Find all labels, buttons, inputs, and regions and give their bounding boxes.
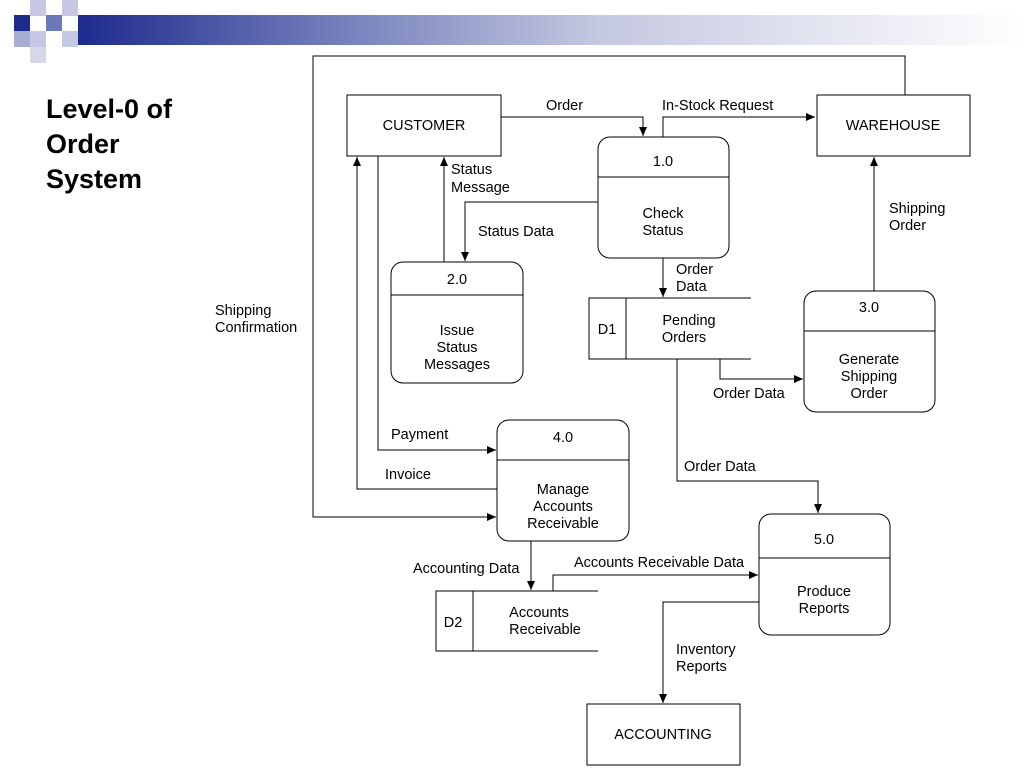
flow-label-payment: Payment: [391, 427, 448, 443]
store-d2-outline: [435, 590, 598, 652]
corner-square-light: [30, 31, 46, 47]
corner-square-dark: [14, 15, 30, 31]
flow-label-shipping-order: Shipping: [889, 201, 945, 217]
flow-order-data-5: [676, 359, 822, 513]
process-2-box: [390, 261, 524, 384]
process-2-name: Messages: [424, 357, 490, 373]
process-4-box: [496, 419, 630, 542]
process-4-name: Receivable: [527, 516, 599, 532]
store-d2-name: Receivable: [509, 622, 581, 638]
process-4-id: 4.0: [553, 430, 573, 446]
corner-square-mid: [14, 31, 30, 47]
flow-in-stock-request: [662, 113, 815, 137]
process-3-box: [803, 290, 936, 413]
flow-shipping-confirmation: [312, 55, 906, 521]
customer-label: CUSTOMER: [383, 118, 466, 134]
flow-label-inventory-reports: Reports: [676, 659, 727, 675]
process-3-id: 3.0: [859, 300, 879, 316]
accounting-entity: [586, 703, 741, 766]
slide-title-line: Level-0 of: [46, 94, 173, 124]
process-5-box: [758, 513, 891, 636]
accounting-label: ACCOUNTING: [614, 727, 711, 743]
corner-square-mid: [46, 15, 62, 31]
process-5-name: Produce: [797, 584, 851, 600]
process-3-name: Shipping: [841, 369, 897, 385]
corner-square-light: [30, 0, 46, 16]
flow-label-order-data: Order: [676, 262, 713, 278]
flow-label-order-data: Data: [676, 279, 708, 295]
flow-status-data: [461, 201, 598, 261]
process-4-name: Accounts: [533, 499, 593, 515]
store-d2-name: Accounts: [509, 605, 569, 621]
flow-inventory-reports: [659, 601, 759, 703]
process-5-name: Reports: [799, 601, 850, 617]
process-2-name: Issue: [440, 323, 475, 339]
flow-label-invoice: Invoice: [385, 467, 431, 483]
process-4-name: Manage: [537, 482, 589, 498]
flow-label-order: Order: [546, 98, 583, 114]
flow-label-order-data: Order Data: [684, 459, 757, 475]
store-d1-name: Pending: [662, 313, 715, 329]
flow-label-inventory-reports: Inventory: [676, 642, 736, 658]
flow-invoice: [353, 157, 497, 490]
flow-label-status-message: Status: [451, 162, 492, 178]
flow-order: [501, 116, 647, 136]
flow-label-status-data: Status Data: [478, 224, 555, 240]
customer-entity: [346, 94, 502, 157]
flow-label-accounting-data: Accounting Data: [413, 561, 520, 577]
process-1-name: Check: [642, 206, 684, 222]
store-d1-outline: [588, 297, 751, 360]
flow-label-shipping-order: Order: [889, 218, 926, 234]
process-3-name: Generate: [839, 352, 899, 368]
flow-label-order-data: Order Data: [713, 386, 786, 402]
store-d1-name: Orders: [662, 330, 706, 346]
process-1-id: 1.0: [653, 154, 673, 170]
flow-label-status-message: Message: [451, 180, 510, 196]
process-2-id: 2.0: [447, 272, 467, 288]
flow-label-in-stock-request: In-Stock Request: [662, 98, 773, 114]
warehouse-entity: [816, 94, 971, 157]
process-1-name: Status: [642, 223, 683, 239]
corner-square-light: [62, 0, 78, 16]
process-2-name: Status: [436, 340, 477, 356]
corner-square-light: [30, 47, 46, 63]
slide-title-line: Order: [46, 129, 120, 159]
store-d2-id: D2: [444, 615, 463, 631]
slide-title-line: System: [46, 164, 143, 194]
warehouse-label: WAREHOUSE: [846, 118, 941, 134]
process-5-id: 5.0: [814, 532, 834, 548]
flow-order-data-3: [719, 359, 803, 383]
flow-accounts-receivable-data: [552, 571, 758, 591]
title-gradient-bar: [78, 15, 1024, 45]
process-3-name: Order: [850, 386, 887, 402]
flow-label-shipping-confirmation: Shipping: [215, 303, 271, 319]
slide-title: Level-0 of Order System: [46, 92, 246, 197]
flow-label-accounts-receivable-data: Accounts Receivable Data: [574, 555, 745, 571]
flow-label-shipping-confirmation: Confirmation: [215, 320, 297, 336]
flow-payment: [377, 156, 496, 454]
store-d1-id: D1: [598, 322, 617, 338]
corner-square-light: [62, 31, 78, 47]
